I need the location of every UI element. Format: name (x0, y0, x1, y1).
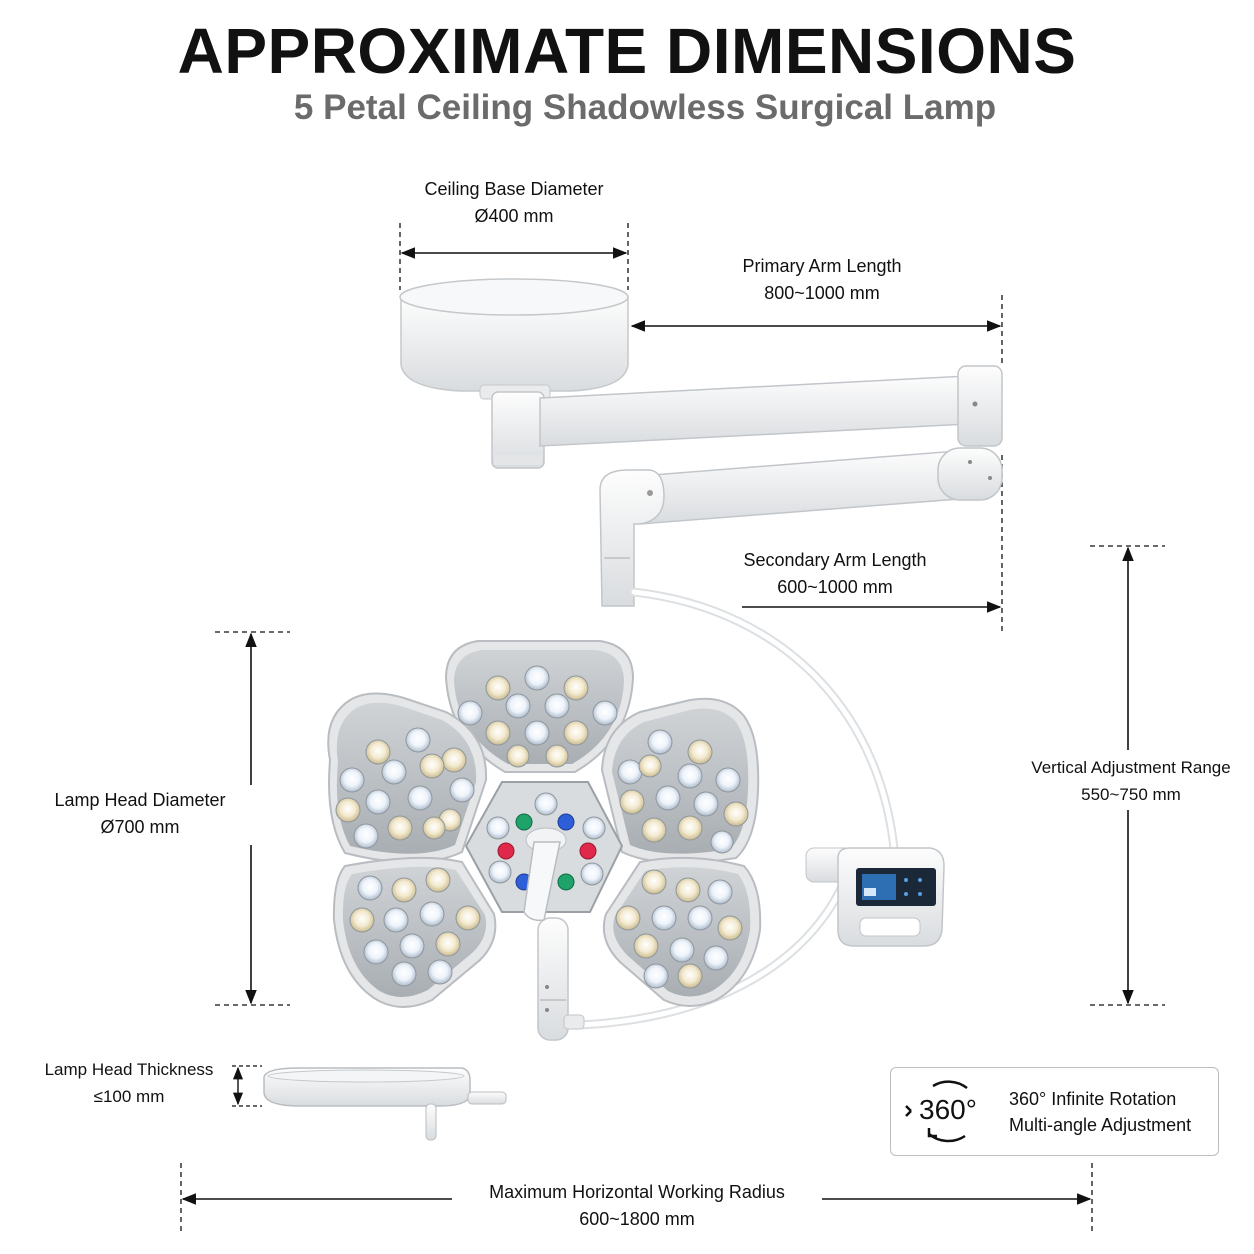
vertical-range-label: Vertical Adjustment Range (1031, 758, 1231, 777)
rotation-badge-text: 360° Infinite Rotation Multi-angle Adjus… (1009, 1086, 1191, 1138)
page-subtitle: 5 Petal Ceiling Shadowless Surgical Lamp (293, 88, 997, 127)
primary-arm-value: 800~1000 mm (764, 283, 880, 303)
lamp-head (327, 640, 762, 1041)
petal-lower-left (332, 856, 497, 1008)
page-title: APPROXIMATE DIMENSIONS (177, 15, 1077, 87)
secondary-arm (599, 447, 1003, 607)
lamp-head-thickness-label: Lamp Head Thickness (44, 1060, 214, 1079)
lamp-head-side-view (263, 1067, 507, 1141)
rotation-360-icon: 360° (905, 1078, 991, 1144)
lamp-head-thickness-value: ≤100 mm (93, 1087, 165, 1106)
primary-arm-dimension: Primary Arm Length 800~1000 mm (712, 253, 932, 307)
ceiling-base-value: Ø400 mm (474, 206, 554, 226)
rotation-line1: 360° Infinite Rotation (1009, 1089, 1177, 1109)
vertical-range-value: 550~750 mm (1081, 785, 1181, 804)
lamp-head-diameter-label: Lamp Head Diameter (54, 790, 226, 810)
rotation-badge: 360° 360° Infinite Rotation Multi-angle … (890, 1067, 1219, 1156)
control-panel (805, 847, 945, 947)
spring-arm (575, 587, 900, 1030)
rotation-icon-text: 360° (919, 1094, 977, 1125)
working-radius-label: Maximum Horizontal Working Radius (489, 1182, 785, 1202)
primary-arm-label: Primary Arm Length (742, 256, 902, 276)
ceiling-base-label: Ceiling Base Diameter (424, 179, 604, 199)
primary-arm (491, 365, 1003, 469)
lamp-head-thickness-dimension: Lamp Head Thickness ≤100 mm (34, 1056, 224, 1110)
ceiling-base-dimension: Ceiling Base Diameter Ø400 mm (414, 176, 614, 230)
center-module (464, 781, 624, 922)
vertical-range-dimension: Vertical Adjustment Range 550~750 mm (1024, 754, 1238, 808)
working-radius-value: 600~1800 mm (579, 1209, 695, 1229)
lamp-head-diameter-value: Ø700 mm (100, 817, 180, 837)
rotation-line2: Multi-angle Adjustment (1009, 1115, 1192, 1135)
secondary-arm-value: 600~1000 mm (777, 577, 893, 597)
led-array (335, 665, 749, 989)
working-radius-dimension: Maximum Horizontal Working Radius 600~18… (462, 1179, 812, 1233)
dimension-lines (180, 223, 1165, 1234)
lamp-head-diameter-dimension: Lamp Head Diameter Ø700 mm (40, 787, 240, 841)
ceiling-base (399, 278, 629, 400)
secondary-arm-dimension: Secondary Arm Length 600~1000 mm (720, 547, 950, 601)
secondary-arm-label: Secondary Arm Length (743, 550, 927, 570)
